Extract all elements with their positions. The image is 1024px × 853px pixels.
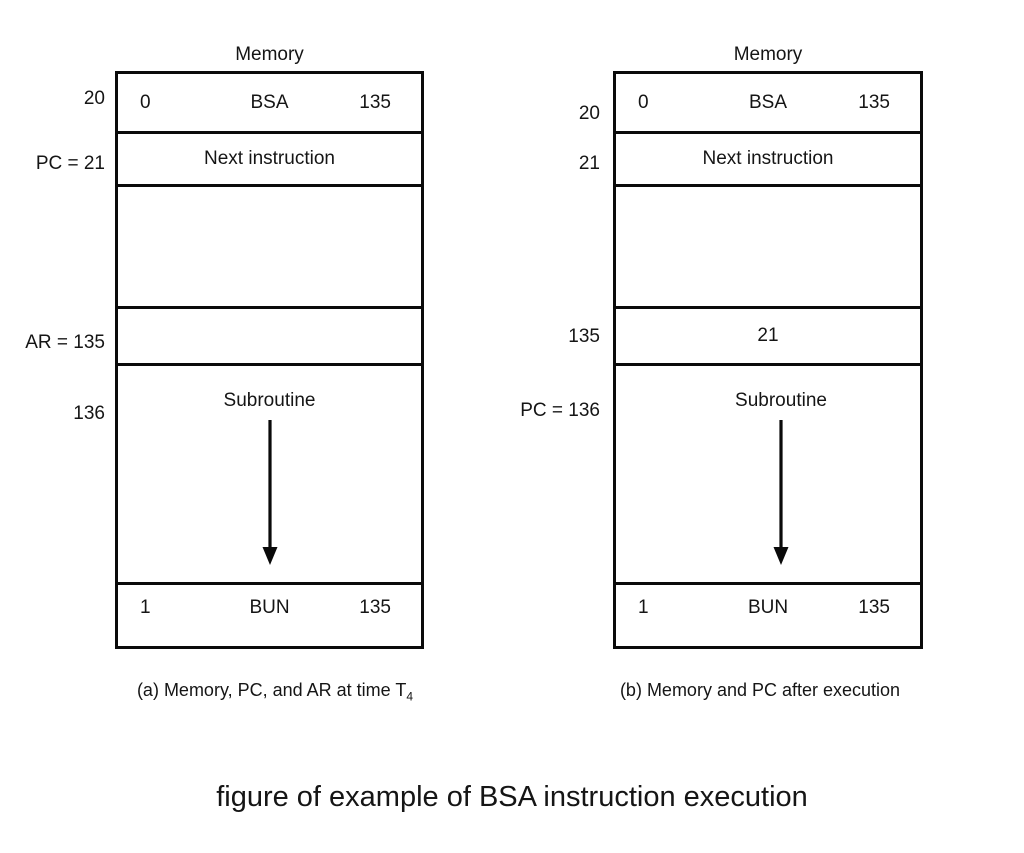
panel-a-bun-ibit: 1 xyxy=(140,597,151,618)
panel-a-row-next-instruction: Next instruction xyxy=(118,131,421,184)
panel-a-caption-text: (a) Memory, PC, and AR at time T xyxy=(136,680,407,700)
panel-b-bsa-address: 135 xyxy=(858,91,890,113)
panel-a-address-label-136: 136 xyxy=(73,403,105,424)
panel-a-address-label-20: 20 xyxy=(83,88,105,109)
panel-b-address-label-20: 20 xyxy=(578,103,600,124)
panel-a-row-subroutine: Subroutine xyxy=(118,363,421,582)
panel-b-caption: (b) Memory and PC after execution xyxy=(580,680,940,704)
panel-a-subroutine-label: Subroutine xyxy=(223,390,316,411)
panel-b-bun-address: 135 xyxy=(858,597,890,618)
panel-b-row-empty-gap xyxy=(616,184,920,306)
panel-a-caption-subscript: 4 xyxy=(406,689,414,704)
panel-a-bsa-opcode: BSA xyxy=(250,91,289,113)
figure-title: figure of example of BSA instruction exe… xyxy=(216,781,808,813)
panel-b-bun-opcode: BUN xyxy=(747,597,789,618)
panel-b-row-subroutine: Subroutine xyxy=(616,363,920,582)
panel-b-bsa-ibit: 0 xyxy=(638,91,649,113)
panel-a-row-bun-instruction: 1 BUN 135 xyxy=(118,582,421,631)
panel-a-row-empty-gap xyxy=(118,184,421,306)
panel-b-pc-register-label: PC = 136 xyxy=(520,400,600,421)
panel-a-bsa-ibit: 0 xyxy=(140,91,151,113)
panel-b-bun-ibit: 1 xyxy=(638,597,649,618)
panel-a-pc-register-label: PC = 21 xyxy=(35,153,105,174)
panel-b-bsa-opcode: BSA xyxy=(748,91,788,113)
panel-b-row-bun-instruction: 1 BUN 135 xyxy=(616,582,920,631)
panel-a-row-bsa-instruction: 0 BSA 135 xyxy=(118,74,421,131)
panel-a-bun-address: 135 xyxy=(359,597,391,618)
panel-b-memory-title: Memory xyxy=(733,44,803,65)
panel-b-caption-text: (b) Memory and PC after execution xyxy=(619,680,901,700)
panel-a-memory-title: Memory xyxy=(235,44,304,65)
panel-b-next-instruction-text: Next instruction xyxy=(702,148,834,169)
panel-b-row-return-address: 21 xyxy=(616,306,920,363)
panel-b-subroutine-label: Subroutine xyxy=(735,390,827,411)
panel-b-return-address-text: 21 xyxy=(757,325,779,346)
panel-a-row-return-address xyxy=(118,306,421,363)
panel-b-address-label-21: 21 xyxy=(578,153,600,174)
panel-b-row-next-instruction: Next instruction xyxy=(616,131,920,184)
panel-a-memory-box: 0 BSA 135 Next instruction Subroutine 1 … xyxy=(115,71,424,649)
subroutine-down-arrow-icon xyxy=(773,420,789,565)
panel-a-bsa-address: 135 xyxy=(359,91,391,113)
panel-b-memory-box: 0 BSA 135 Next instruction 21 Subroutine… xyxy=(613,71,923,649)
panel-a-caption: (a) Memory, PC, and AR at time T4 xyxy=(95,680,455,704)
panel-a-next-instruction-text: Next instruction xyxy=(204,148,335,169)
panel-b-address-label-135: 135 xyxy=(568,326,600,347)
subroutine-down-arrow-icon xyxy=(262,420,277,565)
panel-b-row-bsa-instruction: 0 BSA 135 xyxy=(616,74,920,131)
panel-a-ar-register-label: AR = 135 xyxy=(25,332,105,353)
panel-a-bun-opcode: BUN xyxy=(249,597,290,618)
